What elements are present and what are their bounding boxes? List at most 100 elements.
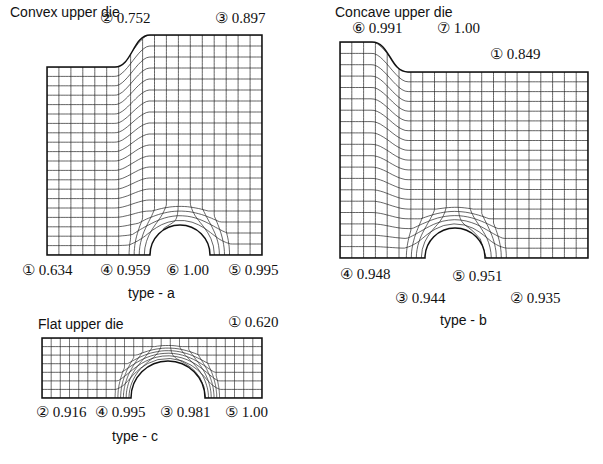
mesh-line xyxy=(118,66,119,255)
mesh-line xyxy=(225,338,226,398)
mesh-line xyxy=(340,144,588,160)
mesh-line xyxy=(189,338,212,398)
mesh-line xyxy=(129,54,131,255)
mesh-line xyxy=(106,338,107,398)
figure-caption: type - c xyxy=(112,428,158,445)
mesh-line xyxy=(529,72,530,258)
mesh-line xyxy=(60,338,61,398)
mesh-line xyxy=(340,211,588,218)
mesh-grid xyxy=(42,338,262,398)
figure-caption: Concave upper die xyxy=(335,4,453,21)
mesh-line xyxy=(416,72,434,258)
workpiece-outline xyxy=(47,35,262,255)
mesh-line xyxy=(234,338,235,398)
mesh-line xyxy=(494,72,502,258)
mesh-line xyxy=(243,338,244,398)
mesh-line xyxy=(115,338,116,398)
mesh-grid xyxy=(47,35,262,255)
mesh-line xyxy=(250,35,251,255)
mesh-line xyxy=(94,67,95,255)
mesh-line xyxy=(123,338,142,398)
mesh-line xyxy=(340,88,588,112)
workpiece-outline xyxy=(42,338,262,398)
mesh-line xyxy=(42,348,262,355)
mesh-line xyxy=(144,35,166,255)
callout-number: ⑤ 0.995 xyxy=(228,262,279,279)
mesh-line xyxy=(42,353,262,372)
mesh-line xyxy=(340,42,588,72)
mesh-line xyxy=(351,42,352,258)
mesh-line xyxy=(540,72,541,258)
workpiece-outline xyxy=(340,42,588,258)
figure-caption: type - b xyxy=(440,312,487,329)
mesh-line xyxy=(238,35,239,255)
mesh-line xyxy=(134,39,142,255)
mesh-line xyxy=(51,338,52,398)
mesh-line xyxy=(340,167,588,180)
mesh-line xyxy=(139,35,154,255)
mesh-line xyxy=(517,72,518,258)
callout-number: ⑤ 0.951 xyxy=(452,268,503,285)
mesh-line xyxy=(207,338,217,398)
mesh-line xyxy=(58,67,59,255)
mesh-line xyxy=(42,359,262,390)
mesh-line xyxy=(340,190,588,200)
callout-number: ① 0.849 xyxy=(490,46,541,63)
mesh-line xyxy=(87,338,88,398)
mesh-line xyxy=(82,67,83,255)
mesh-line xyxy=(564,72,565,258)
mesh-line xyxy=(470,72,491,258)
mesh-line xyxy=(340,122,588,141)
callout-number: ④ 0.948 xyxy=(340,266,391,283)
mesh-line xyxy=(170,338,205,398)
mesh-line xyxy=(97,338,98,398)
mesh-line xyxy=(106,67,107,255)
mesh-line xyxy=(198,338,214,398)
callout-number: ④ 0.959 xyxy=(100,262,151,279)
mesh-line xyxy=(399,67,400,258)
mesh-line xyxy=(47,221,262,246)
callout-number: ⑥ 0.991 xyxy=(352,20,403,37)
mesh-line xyxy=(387,54,388,258)
mesh-line xyxy=(69,338,70,398)
mesh-line xyxy=(406,72,411,258)
callout-number: ⑤ 1.00 xyxy=(225,404,268,421)
callout-number: ② 0.916 xyxy=(36,404,87,421)
mesh-line xyxy=(149,35,178,255)
mesh-line xyxy=(411,72,422,258)
callout-number: ② 0.752 xyxy=(100,10,151,27)
callout-number: ④ 0.995 xyxy=(95,404,146,421)
mesh-line xyxy=(552,72,553,258)
mesh-line xyxy=(216,338,219,398)
mesh-line xyxy=(340,201,588,209)
mesh-line xyxy=(340,99,588,121)
mesh-line xyxy=(214,35,224,255)
callout-number: ③ 0.897 xyxy=(215,10,266,27)
mesh-line xyxy=(363,42,364,258)
figure-caption: type - a xyxy=(128,285,175,302)
mesh-line xyxy=(340,65,588,92)
mesh-line xyxy=(482,72,497,258)
mesh-line xyxy=(375,43,376,258)
mesh-line xyxy=(505,72,506,258)
mesh-line xyxy=(252,338,253,398)
callout-number: ③ 0.944 xyxy=(395,290,446,307)
callout-number: ⑥ 1.00 xyxy=(166,262,209,279)
mesh-line xyxy=(340,133,588,150)
mesh-line xyxy=(340,216,588,229)
mesh-grid xyxy=(340,42,588,258)
mesh-line xyxy=(226,35,229,255)
mesh-line xyxy=(42,356,262,381)
mesh-line xyxy=(47,211,262,227)
callout-number: ② 0.935 xyxy=(510,290,561,307)
mesh-line xyxy=(576,72,577,258)
mesh-line xyxy=(340,224,588,248)
figure-caption: Flat upper die xyxy=(38,316,124,333)
mesh-line xyxy=(340,110,588,131)
mesh-line xyxy=(340,178,588,189)
callout-number: ⑦ 1.00 xyxy=(437,20,480,37)
mesh-line xyxy=(78,338,79,398)
callout-number: ① 0.620 xyxy=(228,314,279,331)
